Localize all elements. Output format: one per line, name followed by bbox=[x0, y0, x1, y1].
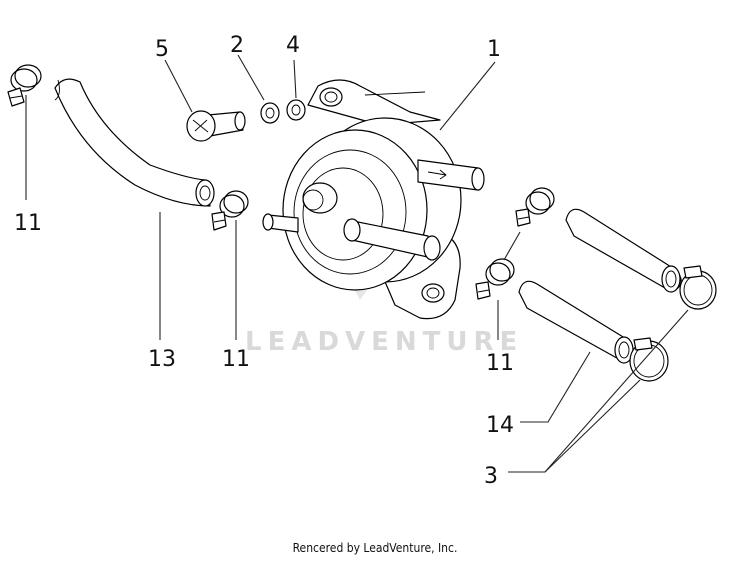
washer-part-2 bbox=[260, 102, 280, 124]
callout-labels: 1 2 3 4 5 11 11 11 13 14 bbox=[14, 33, 514, 489]
watermark-text: LEADVENTURE bbox=[245, 327, 523, 357]
band-part-3-upper bbox=[679, 265, 717, 310]
hose-part-14-lower bbox=[518, 280, 634, 364]
band-part-3-lower bbox=[629, 337, 669, 382]
hose-part-14-upper bbox=[565, 208, 682, 293]
clip-part-11-center bbox=[211, 190, 249, 231]
washer-part-4 bbox=[286, 99, 306, 121]
screw-part-5 bbox=[186, 110, 246, 142]
hose-part-13 bbox=[54, 78, 215, 207]
callout-3: 3 bbox=[484, 464, 498, 489]
callout-11-right: 11 bbox=[486, 351, 514, 376]
callout-14: 14 bbox=[486, 413, 514, 438]
callout-2: 2 bbox=[230, 33, 244, 58]
callout-11-center: 11 bbox=[222, 347, 250, 372]
leader-lines bbox=[25, 54, 689, 473]
fuel-pump-body bbox=[262, 79, 485, 320]
clip-part-11-right-upper bbox=[515, 187, 555, 227]
credit-text: Rencered by LeadVenture, Inc. bbox=[292, 541, 458, 555]
clip-part-11-right-lower bbox=[475, 258, 515, 300]
callout-11-left: 11 bbox=[14, 211, 42, 236]
callout-4: 4 bbox=[286, 33, 300, 58]
callout-13: 13 bbox=[148, 347, 176, 372]
callout-5: 5 bbox=[155, 37, 169, 62]
callout-1: 1 bbox=[487, 37, 501, 62]
clip-part-11-left bbox=[7, 64, 42, 107]
